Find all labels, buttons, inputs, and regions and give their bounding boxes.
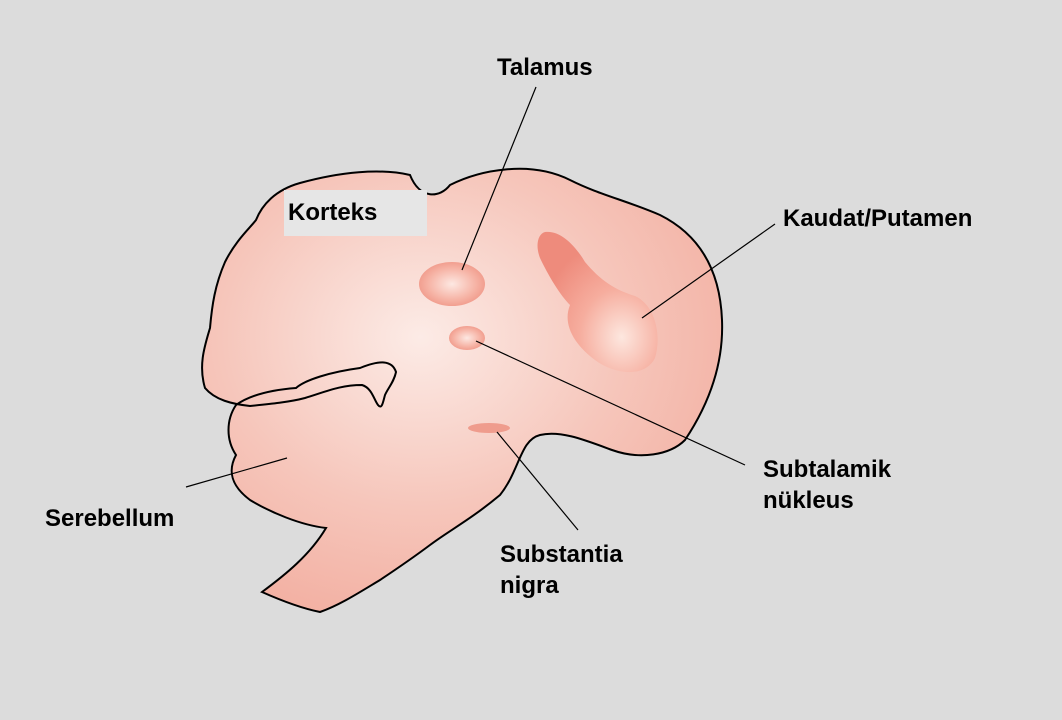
substantia-label-line1: Substantia	[500, 539, 623, 570]
substantia-nigra-label: Substantia nigra	[500, 539, 623, 601]
kaudat-putamen-label: Kaudat/Putamen	[783, 203, 972, 234]
substantia-nigra-nucleus	[468, 423, 510, 433]
brain-outline	[202, 169, 722, 612]
talamus-label: Talamus	[497, 52, 593, 83]
korteks-label: Korteks	[284, 190, 427, 236]
subtalamik-nukleus-label: Subtalamik nükleus	[763, 454, 891, 516]
serebellum-label: Serebellum	[45, 503, 174, 534]
subtalamik-label-line2: nükleus	[763, 485, 891, 516]
subtalamik-label-line1: Subtalamik	[763, 454, 891, 485]
talamus-nucleus	[419, 262, 485, 306]
subtalamik-nucleus	[449, 326, 485, 350]
substantia-label-line2: nigra	[500, 570, 623, 601]
